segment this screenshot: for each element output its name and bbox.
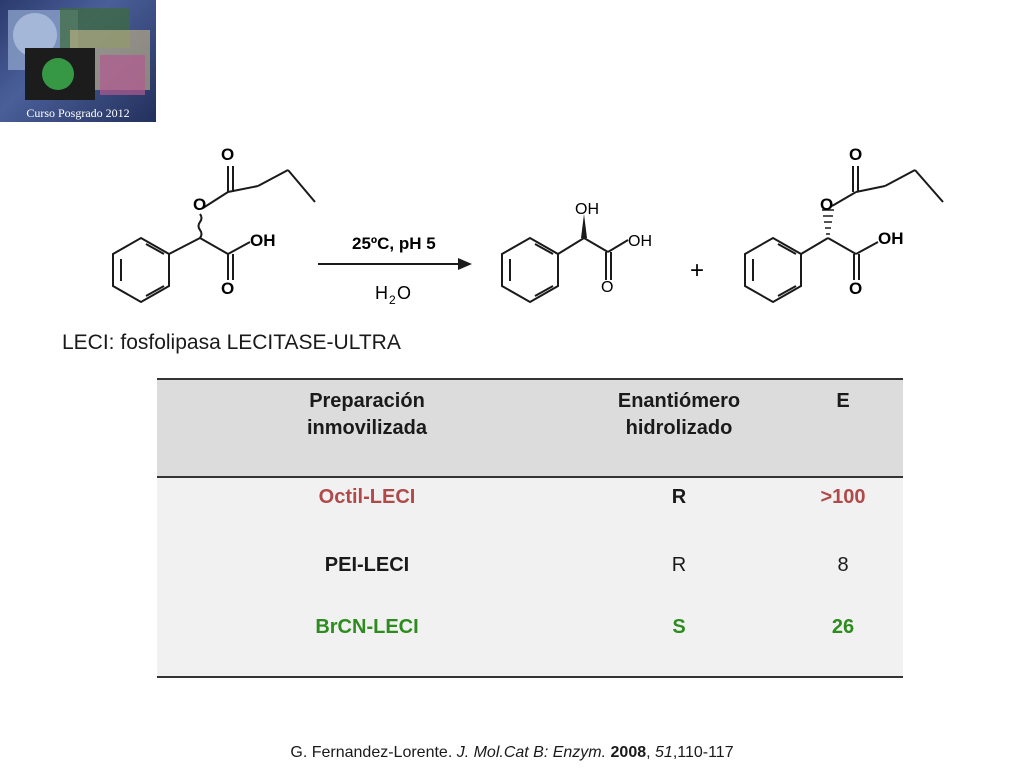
row3-preparation: BrCN-LECI	[315, 616, 419, 638]
product2-benzene-ring	[744, 236, 802, 304]
header-preparacion: Preparación inmovilizada	[257, 388, 477, 442]
product2-carbonyl-o1: O	[849, 145, 862, 164]
citation-authors: G. Fernandez-Lorente.	[290, 744, 457, 761]
row1-e-value: >100	[820, 486, 866, 508]
header-enantiomero-line1: Enantiómero	[617, 390, 741, 412]
citation-year: 2008	[610, 744, 647, 761]
product1-oh-acid: OH	[628, 233, 652, 250]
water-h: H	[375, 283, 388, 303]
header-preparacion-line1: Preparación	[309, 390, 425, 412]
row2-enantiomer: R	[671, 554, 687, 576]
row3-enantiomer: S	[672, 616, 686, 638]
row3-e-value: 26	[831, 616, 855, 638]
subtitle-leci: LECI: fosfolipasa LECITASE-ULTRA	[62, 331, 401, 354]
table-header: Preparación inmovilizada Enantiómero hid…	[157, 380, 903, 478]
header-enantiomero: Enantiómero hidrolizado	[569, 388, 789, 442]
citation: G. Fernandez-Lorente. J. Mol.Cat B: Enzy…	[0, 744, 1024, 762]
row2-e-value: 8	[837, 554, 849, 576]
logo-collage-image	[8, 8, 150, 100]
product2-ester-o: O	[820, 195, 833, 214]
wavy-stereo-bond	[197, 213, 203, 239]
product1-benzene-ring	[501, 236, 559, 304]
product1-wedge-bond	[581, 214, 587, 238]
product1-carbonyl-o: O	[601, 279, 613, 296]
header-enantiomero-line2: hidrolizado	[625, 417, 733, 439]
reactant-carbonyl-o2: O	[221, 279, 234, 298]
citation-sep: ,	[646, 744, 656, 761]
row2-preparation: PEI-LECI	[324, 554, 410, 576]
product2-carbonyl-o2: O	[849, 279, 862, 298]
reaction-arrow-head	[458, 258, 472, 270]
header-preparacion-line2: inmovilizada	[306, 417, 428, 439]
logo-caption: Curso Posgrado 2012	[26, 106, 130, 120]
reaction-scheme: O O OH O 25ºC, pH 5 H 2 O OH OH O + O O …	[112, 145, 944, 307]
water-o: O	[397, 283, 411, 303]
citation-volume: 51	[655, 744, 673, 761]
course-logo: Curso Posgrado 2012	[0, 0, 156, 122]
reactant-benzene-ring	[112, 236, 170, 304]
product2-oh: OH	[878, 229, 904, 248]
reaction-conditions: 25ºC, pH 5	[352, 234, 436, 253]
reactant-oh: OH	[250, 231, 276, 250]
row1-preparation: Octil-LECI	[318, 486, 416, 508]
plus-sign: +	[690, 257, 704, 284]
reactant-carbonyl-o1: O	[221, 145, 234, 164]
citation-journal: J. Mol.Cat B: Enzym.	[456, 744, 607, 761]
row1-enantiomer: R	[671, 486, 687, 508]
results-table: Preparación inmovilizada Enantiómero hid…	[157, 378, 903, 678]
reactant-ester-o: O	[193, 195, 206, 214]
citation-pages: ,110-117	[672, 744, 734, 761]
product1-oh-top: OH	[575, 201, 599, 218]
water-subscript: 2	[389, 293, 396, 307]
header-e: E	[836, 390, 850, 412]
